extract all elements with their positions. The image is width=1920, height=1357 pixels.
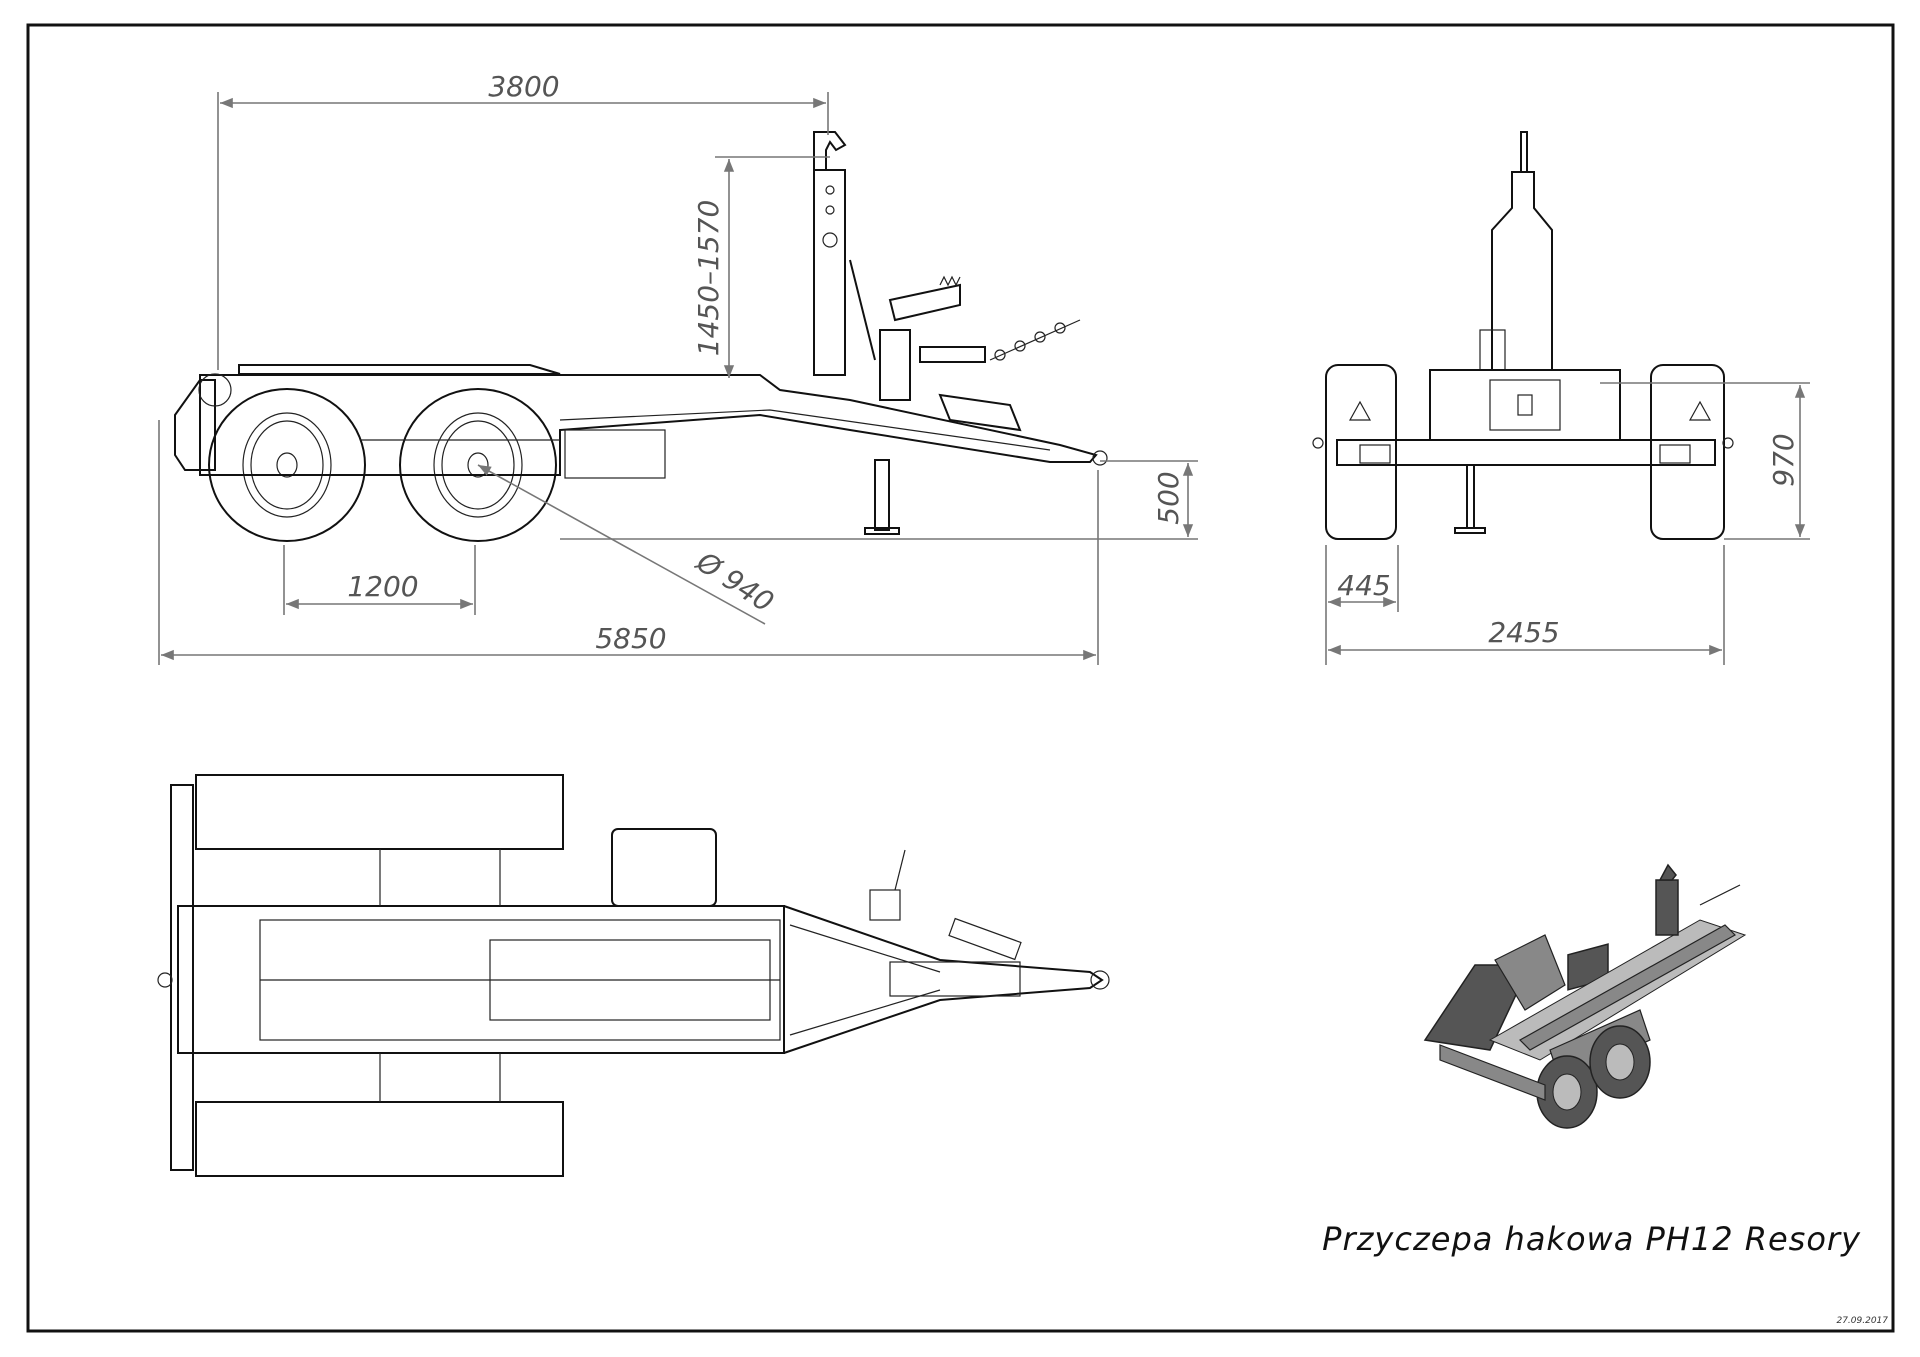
drawing-border: [26, 23, 1895, 1333]
side-dimensions: 3800 1450–1570 500 1200 Ø 940 5850: [158, 70, 1198, 665]
support-leg: [864, 459, 900, 535]
rear-dimensions: 970 445 2455: [1325, 382, 1810, 665]
top-view: [157, 774, 1110, 1177]
dim-hook-height: 1450–1570: [692, 200, 725, 357]
dim-frame-height: 970: [1767, 433, 1800, 486]
dim-drawbar-height: 500: [1152, 471, 1185, 524]
isometric-render: [1423, 863, 1747, 1129]
dim-tire-width: 445: [1337, 569, 1390, 602]
dim-total-width: 2455: [1488, 616, 1559, 649]
rear-wheel: [208, 388, 366, 542]
rear-view: [1312, 131, 1734, 540]
side-view: [174, 131, 1108, 542]
dim-axle-spacing: 1200: [347, 570, 418, 603]
dim-total-length: 5850: [595, 622, 666, 655]
hook-arm: [813, 131, 1081, 432]
drawing-title: Przyczepa hakowa PH12 Resory: [1322, 1220, 1861, 1258]
drawing-date: 27.09.2017: [1836, 1316, 1888, 1326]
dim-hook-reach: 3800: [488, 70, 559, 103]
